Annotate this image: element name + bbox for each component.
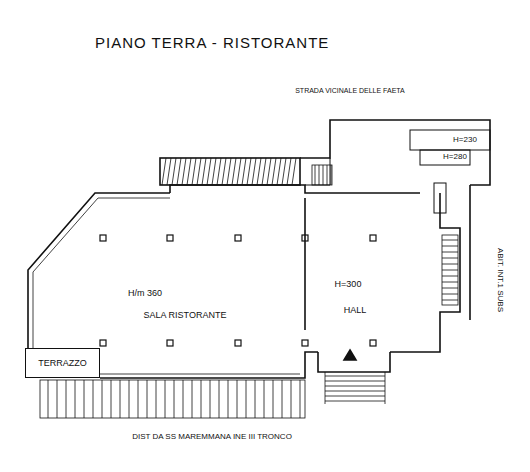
wall: [33, 198, 170, 348]
room: [420, 150, 470, 165]
wall: [170, 185, 420, 193]
room-name: TERRAZZO: [38, 358, 87, 368]
street-label: STRADA VICINALE DELLE FAETA: [294, 87, 406, 94]
room-name: HALL: [343, 306, 368, 315]
wall: [469, 185, 471, 320]
wall: [300, 120, 490, 185]
height-dimension: H=300: [334, 280, 363, 289]
wall: [28, 193, 170, 348]
entry-arrow: [344, 350, 356, 360]
columns: [100, 235, 376, 346]
height-dimension: H=230: [452, 136, 478, 144]
entrance: [318, 352, 390, 372]
fixture: [434, 183, 446, 213]
none: [95, 58, 288, 59]
street-label: DIST DA SS MAREMMANA INE III TRONCO: [131, 433, 293, 441]
room-name: SALA RISTORANTE: [143, 311, 228, 320]
porch: [160, 158, 300, 185]
stairs: [312, 165, 458, 404]
wall: [390, 193, 460, 352]
wall: [305, 158, 330, 185]
terrace-box: TERRAZZO: [25, 348, 100, 378]
wall: [100, 352, 318, 378]
hatching: [40, 158, 305, 418]
room: [410, 130, 490, 150]
height-dimension: H=280: [442, 153, 468, 161]
street-label: ABIT. INT.1 SUBS: [496, 247, 504, 313]
wall: [100, 374, 300, 375]
plan-title: PIANO TERRA - RISTORANTE: [95, 35, 329, 50]
partition: [304, 198, 306, 330]
height-dimension: H/m 360: [127, 289, 163, 298]
